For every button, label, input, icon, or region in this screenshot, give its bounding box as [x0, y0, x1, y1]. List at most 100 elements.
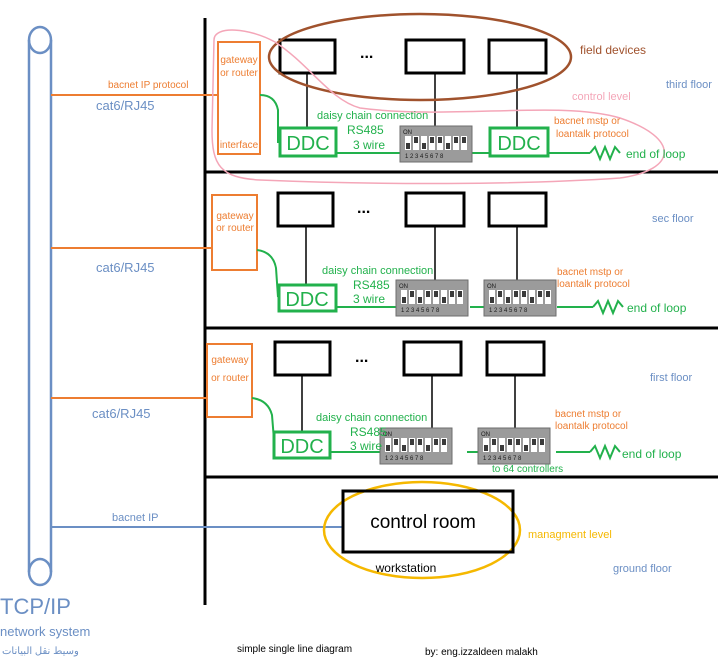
ddc-controller [272, 430, 332, 460]
field-device-1b [402, 340, 463, 377]
dip-switch-module: ON 1 2 3 4 5 6 7 8 [379, 427, 453, 465]
field-device-2c [487, 191, 548, 228]
third-floor-label: third floor [666, 79, 712, 91]
footer-title: simple single line diagram [237, 644, 352, 655]
loantalk-label: loantalk protocol [555, 421, 628, 432]
rs485-label: RS485 [347, 123, 384, 137]
ddc-label: DDC [286, 133, 329, 155]
dip-switch-module: ON 1 2 3 4 5 6 7 8 [395, 279, 469, 317]
more-devices-ellipsis: ... [360, 45, 373, 62]
first-floor-label: first floor [650, 372, 693, 384]
ground-floor-label: ground floor [613, 563, 672, 575]
three-wire-label: 3 wire [353, 292, 385, 306]
rs485-label: RS485 [350, 425, 387, 439]
rs485-label: RS485 [353, 278, 390, 292]
more-devices-ellipsis: ... [357, 200, 370, 217]
bacnet-mstp-label: bacnet mstp or [554, 116, 621, 127]
field-device-3b [404, 38, 466, 75]
or-router-label: or router [211, 373, 249, 384]
ddc-controllers [272, 126, 550, 460]
three-wire-label: 3 wire [353, 138, 385, 152]
field-devices-label: field devices [580, 43, 646, 57]
to-64-controllers-label: to 64 controllers [492, 464, 563, 475]
field-device-1c [485, 340, 546, 377]
building-structure [203, 18, 718, 605]
loantalk-label: loantalk protocol [556, 129, 629, 140]
second-floor-label: sec floor [652, 213, 694, 225]
dip-on-label: ON [399, 284, 408, 290]
dip-numbers-label: 1 2 3 4 5 6 7 8 [401, 308, 440, 314]
gateway-third-floor [217, 41, 261, 155]
ddc-controller [277, 283, 338, 313]
end-of-loop-label: end of loop [627, 301, 687, 315]
field-device-2a [276, 191, 335, 228]
gateway-second-floor [211, 194, 258, 271]
gateways [206, 41, 261, 418]
three-wire-label: 3 wire [350, 439, 382, 453]
ddc-controller [488, 126, 550, 158]
bacnet-mstp-label: bacnet mstp or [555, 409, 622, 420]
or-router-label: or router [220, 68, 258, 79]
dip-numbers-label: 1 2 3 4 5 6 7 8 [405, 154, 444, 160]
cat6-label: cat6/RJ45 [92, 406, 151, 421]
dip-switch-module: ON 1 2 3 4 5 6 7 8 [477, 427, 551, 465]
gateway-label: gateway [216, 211, 253, 222]
field-device-3a [278, 38, 337, 75]
dip-switch-module: ON 1 2 3 4 5 6 7 8 [399, 125, 473, 163]
dip-switch-modules: ON 1 2 3 4 5 6 7 8 ON 1 2 3 4 5 6 7 8 ON 1 2 … [379, 125, 557, 465]
dip-numbers-label: 1 2 3 4 5 6 7 8 [483, 456, 522, 462]
daisy-chain-label: daisy chain connection [316, 412, 427, 424]
end-of-loop-label: end of loop [626, 147, 686, 161]
daisy-chain-label: daisy chain connection [317, 110, 428, 122]
ddc-label: DDC [497, 133, 540, 155]
network-arabic-label: وسيط نقل البيانات [2, 646, 79, 657]
dip-on-label: ON [383, 432, 392, 438]
management-level-ellipse [322, 480, 522, 580]
more-devices-ellipsis: ... [355, 349, 368, 366]
field-devices-ellipse [267, 12, 573, 102]
management-level-label: managment level [528, 529, 612, 541]
daisy-chain-label: daisy chain connection [322, 265, 433, 277]
tcpip-title: TCP/IP [0, 594, 71, 619]
interface-label: interface [220, 140, 259, 151]
loantalk-label: loantalk protocol [557, 279, 630, 290]
field-devices [273, 38, 548, 377]
bacnet-ip-label: bacnet IP [112, 512, 158, 524]
network-system-label: network system [0, 624, 90, 639]
or-router-label: or router [216, 223, 254, 234]
resistor-icon [589, 144, 621, 162]
ddc-controller [278, 126, 338, 158]
field-device-1a [273, 340, 332, 377]
control-level-label: control level [572, 91, 631, 103]
field-device-3c [487, 38, 548, 75]
pipe-connections [51, 94, 217, 399]
gateway-label: gateway [220, 55, 257, 66]
dip-on-label: ON [403, 130, 412, 136]
dip-numbers-label: 1 2 3 4 5 6 7 8 [385, 456, 424, 462]
end-of-loop-resistors [589, 144, 624, 461]
control-room-box [341, 489, 515, 554]
rs485-wiring [251, 94, 593, 453]
cat6-label: cat6/RJ45 [96, 260, 155, 275]
workstation-label: workstation [375, 561, 437, 575]
field-device-2b [404, 191, 466, 228]
resistor-icon [589, 443, 621, 461]
ddc-label: DDC [280, 436, 323, 458]
tcpip-pipe [27, 25, 53, 587]
bacnet-ip-protocol-label: bacnet IP protocol [108, 80, 188, 91]
dip-on-label: ON [487, 284, 496, 290]
control-level-ellipse [211, 29, 665, 185]
control-room-label: control room [370, 512, 476, 533]
footer-author: by: eng.izzaldeen malakh [425, 647, 538, 658]
resistor-icon [592, 298, 624, 316]
cat6-label: cat6/RJ45 [96, 98, 155, 113]
bacnet-mstp-label: bacnet mstp or [557, 267, 624, 278]
dip-numbers-label: 1 2 3 4 5 6 7 8 [489, 308, 528, 314]
gateway-label: gateway [211, 355, 248, 366]
gateway-first-floor [206, 343, 253, 418]
dip-on-label: ON [481, 432, 490, 438]
ddc-label: DDC [285, 289, 328, 311]
end-of-loop-label: end of loop [622, 447, 682, 461]
dip-switch-module: ON 1 2 3 4 5 6 7 8 [483, 279, 557, 317]
